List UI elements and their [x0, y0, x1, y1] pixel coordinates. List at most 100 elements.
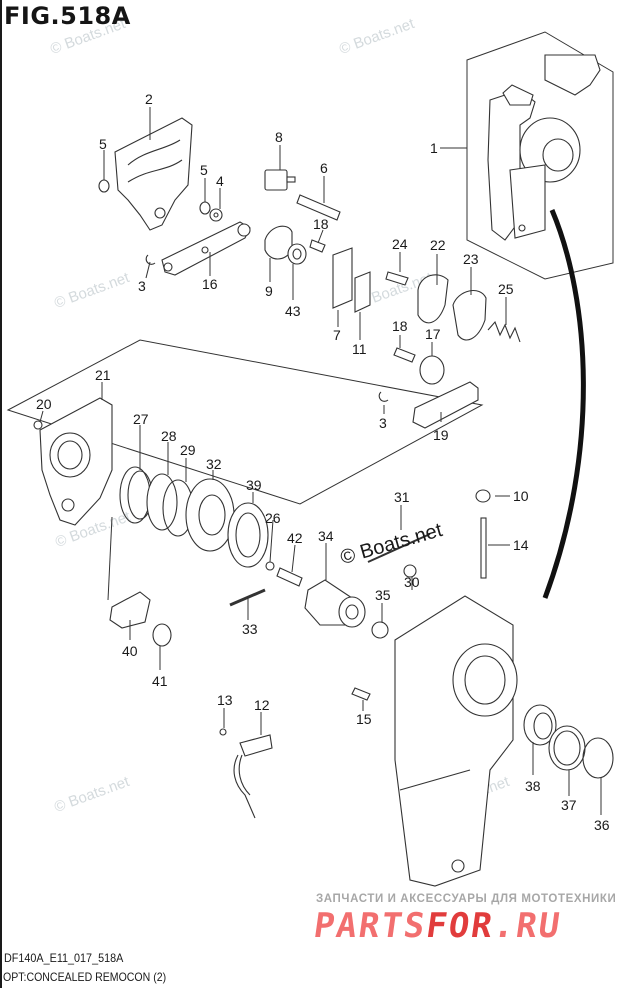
leader-lines	[39, 107, 602, 815]
part-nut	[152, 623, 172, 647]
callout-28: 28	[161, 428, 177, 444]
part-bolt	[33, 420, 43, 430]
subassembly-frame	[6, 339, 484, 505]
callout-43: 43	[285, 303, 301, 319]
callout-3: 3	[138, 278, 146, 294]
figure-code: DF140A_E11_017_518A	[4, 951, 124, 965]
callout-labels: 1 2 3 3 4 5 5 6 7 8 9 10 11 12 13 14 15 …	[36, 91, 610, 833]
part-lever	[161, 221, 251, 276]
part-switch	[264, 169, 296, 191]
figure-title: FIG.518A	[4, 2, 131, 30]
callout-18: 18	[392, 318, 408, 334]
part-stud-bolt	[480, 517, 487, 579]
part-gear	[185, 478, 235, 552]
callout-29: 29	[180, 442, 196, 458]
callout-22: 22	[430, 237, 446, 253]
part-cam-plate	[417, 274, 449, 324]
part-switch-with-lead	[233, 734, 273, 819]
part-bolt	[393, 347, 416, 363]
part-circlip	[582, 737, 614, 779]
part-cover-plate	[39, 397, 113, 526]
callout-3: 3	[379, 415, 387, 431]
part-o-ring	[98, 179, 110, 193]
part-plate-11	[354, 271, 371, 313]
callout-24: 24	[392, 236, 408, 252]
part-link-plate	[412, 381, 479, 429]
callout-10: 10	[513, 488, 529, 504]
part-washer	[419, 355, 445, 385]
callout-20: 20	[36, 396, 52, 412]
callout-23: 23	[463, 251, 479, 267]
part-spring	[487, 320, 521, 343]
part-spring	[119, 466, 151, 524]
part-screw	[385, 271, 409, 286]
callout-1: 1	[430, 140, 438, 156]
image-border	[0, 0, 2, 988]
callout-18: 18	[313, 216, 329, 232]
callout-19: 19	[433, 427, 449, 443]
callout-16: 16	[202, 276, 218, 292]
callout-15: 15	[356, 711, 372, 727]
callout-14: 14	[513, 537, 529, 553]
callout-6: 6	[320, 160, 328, 176]
watermark-ru-brand: PARTSFOR.RU	[311, 906, 564, 946]
part-e-ring	[145, 254, 156, 265]
callout-4: 4	[216, 173, 224, 189]
brand-part-mid: FOR	[423, 906, 497, 946]
part-washer	[227, 502, 269, 568]
watermark-ru-tagline: ЗАПЧАСТИ И АКСЕССУАРЫ ДЛЯ МОТОТЕХНИКИ	[316, 893, 617, 905]
part-e-ring	[378, 391, 389, 402]
part-shaft	[296, 194, 341, 221]
callout-5: 5	[99, 136, 107, 152]
brand-part-right: .RU	[490, 906, 565, 946]
callout-17: 17	[425, 326, 441, 342]
callout-35: 35	[375, 587, 391, 603]
callout-13: 13	[217, 692, 233, 708]
callout-32: 32	[206, 456, 222, 472]
part-pin	[229, 588, 266, 607]
callout-12: 12	[254, 697, 270, 713]
part-ball	[403, 564, 417, 578]
part-cover-bracket	[114, 117, 193, 231]
part-collar	[146, 473, 178, 531]
callout-38: 38	[525, 778, 541, 794]
callout-9: 9	[265, 283, 273, 299]
part-plate-7	[332, 247, 353, 309]
callout-42: 42	[287, 530, 303, 546]
callout-11: 11	[352, 341, 367, 357]
part-remote-control-assembly	[487, 54, 601, 241]
part-nut	[475, 489, 491, 503]
assembly-inset-frame	[466, 31, 614, 280]
part-bolt	[309, 239, 326, 253]
figure-caption: OPT:CONCEALED REMOCON (2)	[3, 970, 167, 984]
part-washer	[209, 208, 223, 222]
callout-7: 7	[333, 327, 341, 343]
callout-21: 21	[95, 367, 111, 383]
callout-30: 30	[404, 574, 420, 590]
callout-36: 36	[594, 817, 610, 833]
callout-39: 39	[246, 477, 262, 493]
part-bushing	[371, 621, 389, 639]
callout-34: 34	[318, 528, 334, 544]
callout-31: 31	[394, 489, 410, 505]
callout-37: 37	[561, 797, 577, 813]
part-drum-gear	[304, 579, 366, 628]
brand-part-left: PARTS	[311, 906, 430, 946]
callout-2: 2	[145, 91, 153, 107]
part-bolt	[265, 561, 275, 571]
part-screw	[219, 728, 227, 736]
callout-33: 33	[242, 621, 258, 637]
callout-41: 41	[152, 673, 168, 689]
callout-25: 25	[498, 281, 514, 297]
callout-40: 40	[122, 643, 138, 659]
callout-27: 27	[133, 411, 149, 427]
part-o-ring	[199, 201, 211, 215]
part-screw	[351, 687, 371, 701]
part-housing	[394, 595, 518, 887]
part-cam-plate	[452, 289, 487, 341]
part-bushing	[287, 243, 307, 265]
part-bracket	[109, 591, 151, 629]
part-rod	[367, 533, 431, 563]
callout-26: 26	[265, 510, 281, 526]
